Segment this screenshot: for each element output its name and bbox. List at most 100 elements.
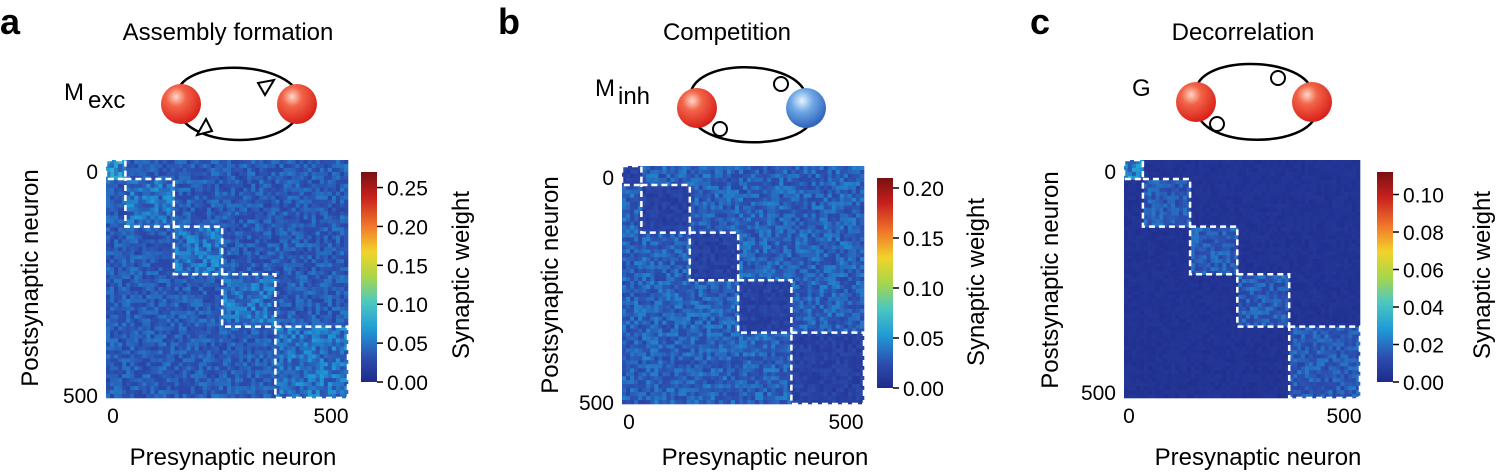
heatmap-cell <box>331 282 337 288</box>
heatmap-cell <box>275 310 280 315</box>
heatmap-cell <box>170 275 175 280</box>
heatmap-cell <box>118 195 123 200</box>
heatmap-cell <box>227 231 232 236</box>
heatmap-cell <box>658 217 663 222</box>
heatmap-cell <box>642 217 647 222</box>
heatmap-cell <box>118 338 123 343</box>
heatmap-cell <box>291 326 296 331</box>
heatmap-cell <box>831 229 837 234</box>
heatmap-cell <box>299 362 304 367</box>
heatmap-cell <box>118 362 123 367</box>
heatmap-cell <box>283 199 288 204</box>
heatmap-cell <box>315 195 321 200</box>
heatmap-cell <box>134 302 139 308</box>
heatmap-cell <box>339 263 345 268</box>
heatmap-cell <box>186 342 191 347</box>
heatmap-cell <box>767 193 772 199</box>
heatmap-cell <box>243 227 248 232</box>
heatmap-cell <box>162 263 167 268</box>
heatmap-cell <box>166 247 171 252</box>
heatmap-cell <box>734 181 740 187</box>
heatmap-cell <box>323 326 329 331</box>
heatmap-cell <box>303 338 308 343</box>
heatmap-cell <box>287 326 292 331</box>
heatmap-cell <box>110 310 115 315</box>
heatmap-cell <box>279 370 284 375</box>
heatmap-cell <box>747 205 752 210</box>
heatmap-cell <box>162 207 167 212</box>
heatmap-cell <box>247 231 252 236</box>
heatmap-cell <box>323 239 329 244</box>
heatmap-cell <box>726 197 732 202</box>
heatmap-cell <box>255 298 260 304</box>
heatmap-cell <box>702 245 707 250</box>
heatmap-cell <box>194 302 200 308</box>
heatmap-cell <box>142 346 147 351</box>
heatmap-cell <box>255 326 260 331</box>
heatmap-cell <box>319 207 325 212</box>
heatmap-cell <box>239 386 244 391</box>
heatmap-cell <box>255 191 260 196</box>
heatmap-cell <box>291 330 296 335</box>
heatmap-cell <box>271 219 276 224</box>
heatmap-cell <box>307 251 312 256</box>
heatmap-cell <box>162 370 167 375</box>
heatmap-cell <box>247 362 252 367</box>
heatmap-cell <box>303 191 308 196</box>
heatmap-cell <box>158 322 163 327</box>
heatmap-cell <box>114 282 119 288</box>
heatmap-cell <box>134 386 139 391</box>
heatmap-cell <box>279 334 284 339</box>
heatmap-cell <box>154 394 159 399</box>
heatmap-cell <box>190 358 196 363</box>
heatmap-cell <box>335 247 341 252</box>
heatmap-cell <box>271 191 276 196</box>
heatmap-cell <box>255 358 260 363</box>
heatmap-cell <box>231 203 236 208</box>
heatmap-cell <box>110 318 115 323</box>
heatmap-cell <box>307 207 312 212</box>
heatmap-cell <box>178 191 183 196</box>
heatmap-cell <box>827 169 833 175</box>
heatmap-cell <box>726 173 732 179</box>
heatmap-cell <box>835 173 841 179</box>
heatmap-cell <box>718 245 724 250</box>
heatmap-cell <box>831 241 837 246</box>
heatmap-cell <box>259 171 264 177</box>
heatmap-cell <box>158 275 163 280</box>
heatmap-cell <box>218 346 224 351</box>
heatmap-cell <box>130 370 135 375</box>
heatmap-cell <box>807 229 812 234</box>
heatmap-cell <box>734 197 740 202</box>
heatmap-cell <box>327 247 333 252</box>
heatmap-cell <box>287 290 292 296</box>
heatmap-cell <box>795 233 800 238</box>
heatmap-cell <box>178 211 183 216</box>
heatmap-cell <box>114 334 119 339</box>
heatmap-cell <box>287 282 292 288</box>
heatmap-cell <box>114 338 119 343</box>
heatmap-cell <box>174 187 179 193</box>
heatmap-cell <box>795 185 800 191</box>
heatmap-cell <box>182 374 187 379</box>
colorbar-gradient <box>361 172 377 382</box>
heatmap-cell <box>243 342 248 347</box>
heatmap-cell <box>642 173 647 179</box>
heatmap-cell <box>811 249 816 254</box>
heatmap-cell <box>751 249 756 254</box>
heatmap-cell <box>231 279 236 284</box>
heatmap-cell <box>202 267 208 272</box>
heatmap-cell <box>267 350 272 355</box>
heatmap-cell <box>678 185 683 191</box>
heatmap-cell <box>190 374 196 379</box>
heatmap-cell <box>315 374 321 379</box>
heatmap-cell <box>626 189 631 195</box>
heatmap-cell <box>847 221 853 226</box>
heatmap-cell <box>138 171 143 177</box>
heatmap-cell <box>343 203 349 208</box>
heatmap-cell <box>126 342 131 347</box>
heatmap-cell <box>331 358 337 363</box>
heatmap-cell <box>222 231 228 236</box>
heatmap-cell <box>843 197 849 202</box>
heatmap-cell <box>859 217 865 222</box>
